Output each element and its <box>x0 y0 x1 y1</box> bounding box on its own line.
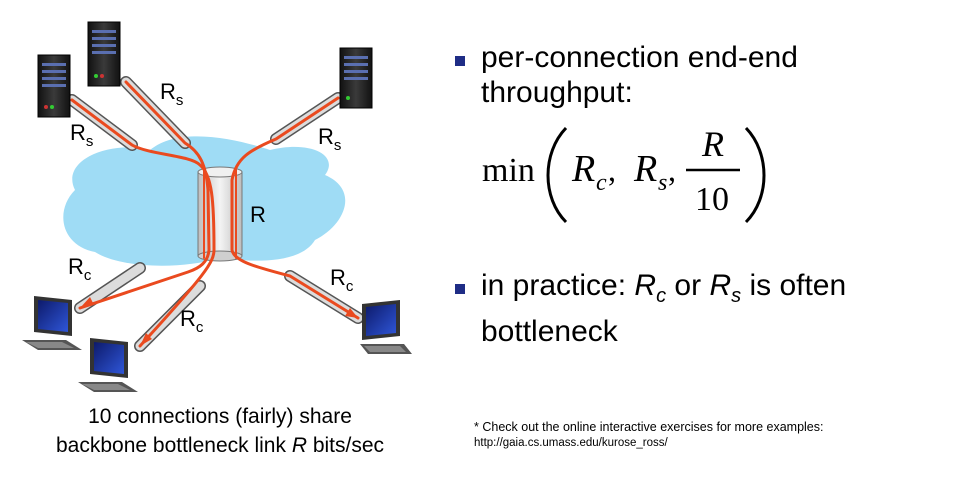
label-rs-top: Rs <box>160 79 183 109</box>
backbone-link <box>197 166 243 262</box>
server-icon <box>339 47 373 109</box>
bullet-1-line-2: throughput: <box>481 76 633 109</box>
svg-text:s: s <box>658 170 667 196</box>
bullet-1: per-connection end-end throughput: <box>455 40 798 110</box>
svg-text:c: c <box>596 170 607 196</box>
bullet-square-icon <box>455 56 465 66</box>
svg-text:,: , <box>608 152 616 188</box>
label-backbone-r: R <box>250 202 266 227</box>
bullet-2-line-1: in practice: Rc or Rs is often <box>481 269 847 307</box>
network-diagram: Rs Rs Rs R Rc Rc Rc <box>22 21 412 392</box>
caption-line-1: 10 connections (fairly) share <box>88 405 352 428</box>
bullet-square-icon <box>455 284 465 294</box>
svg-text:R: R <box>701 124 724 164</box>
computer-icon <box>360 300 412 354</box>
label-rc-left: Rc <box>68 254 92 284</box>
bullet-1-line-1: per-connection end-end <box>481 41 798 74</box>
computer-icon <box>22 296 82 350</box>
svg-text:10: 10 <box>695 181 729 218</box>
svg-text:R: R <box>633 148 657 190</box>
bullet-2-line-2: bottleneck <box>481 315 618 348</box>
footnote-text: * Check out the online interactive exerc… <box>474 420 824 434</box>
bullet-2: in practice: Rc or Rs is often bottlenec… <box>455 268 846 349</box>
label-rs-right: Rs <box>318 124 341 154</box>
label-rc-right: Rc <box>330 265 354 295</box>
server-icon <box>87 21 121 87</box>
connection-flows <box>70 80 360 348</box>
footnote: * Check out the online interactive exerc… <box>474 420 964 451</box>
svg-text:R: R <box>571 148 595 190</box>
svg-text:min: min <box>482 152 535 189</box>
caption-line-2: backbone bottleneck link R bits/sec <box>55 434 385 457</box>
footnote-link[interactable]: http://gaia.cs.umass.edu/kurose_ross/ <box>474 437 668 449</box>
label-rs-left: Rs <box>70 120 93 150</box>
label-rc-mid: Rc <box>180 306 204 336</box>
computer-icon <box>78 338 138 392</box>
diagram-caption: 10 connections (fairly) share backbone b… <box>0 402 440 460</box>
svg-text:,: , <box>668 152 676 188</box>
server-icon <box>37 54 71 118</box>
throughput-formula: min R c , R s , R 10 <box>482 124 766 224</box>
